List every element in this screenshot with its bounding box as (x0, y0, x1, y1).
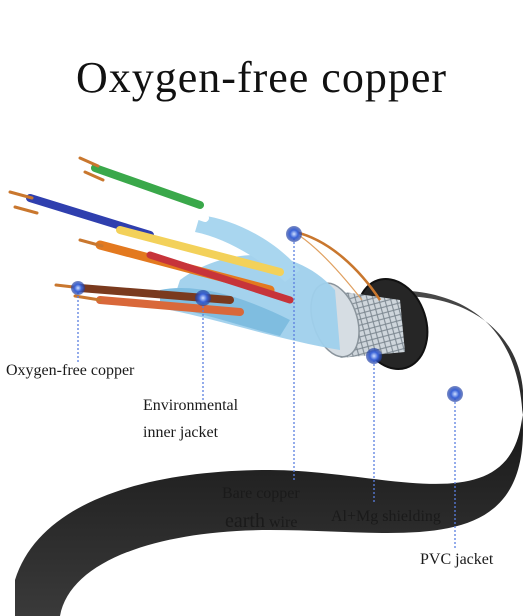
pointer-dot-shielding (366, 348, 382, 364)
label-shielding: Al+Mg shielding (331, 508, 441, 525)
earth-wire (294, 230, 382, 301)
pvc-jacket-body (15, 290, 523, 616)
label-earth-line1: Bare copper (222, 485, 300, 502)
pointer-dot-earth (286, 226, 302, 242)
label-inner-jacket-line2: inner jacket (143, 424, 219, 441)
page-title: Oxygen-free copper (75, 53, 448, 102)
label-earth-line2: earth wire (225, 510, 297, 533)
pointer-dot-jacket (447, 386, 463, 402)
label-inner-jacket-line1: Environmental (143, 397, 239, 414)
pointer-dot-inner-jacket (195, 290, 211, 306)
label-outer-jacket: PVC jacket (420, 551, 494, 568)
twisted-pairs (8, 156, 294, 316)
label-conductor: Oxygen-free copper (6, 362, 135, 379)
pointer-dot-conductor (71, 281, 85, 295)
label-wire-word: wire (268, 514, 298, 531)
label-earth-word: earth (225, 510, 265, 532)
